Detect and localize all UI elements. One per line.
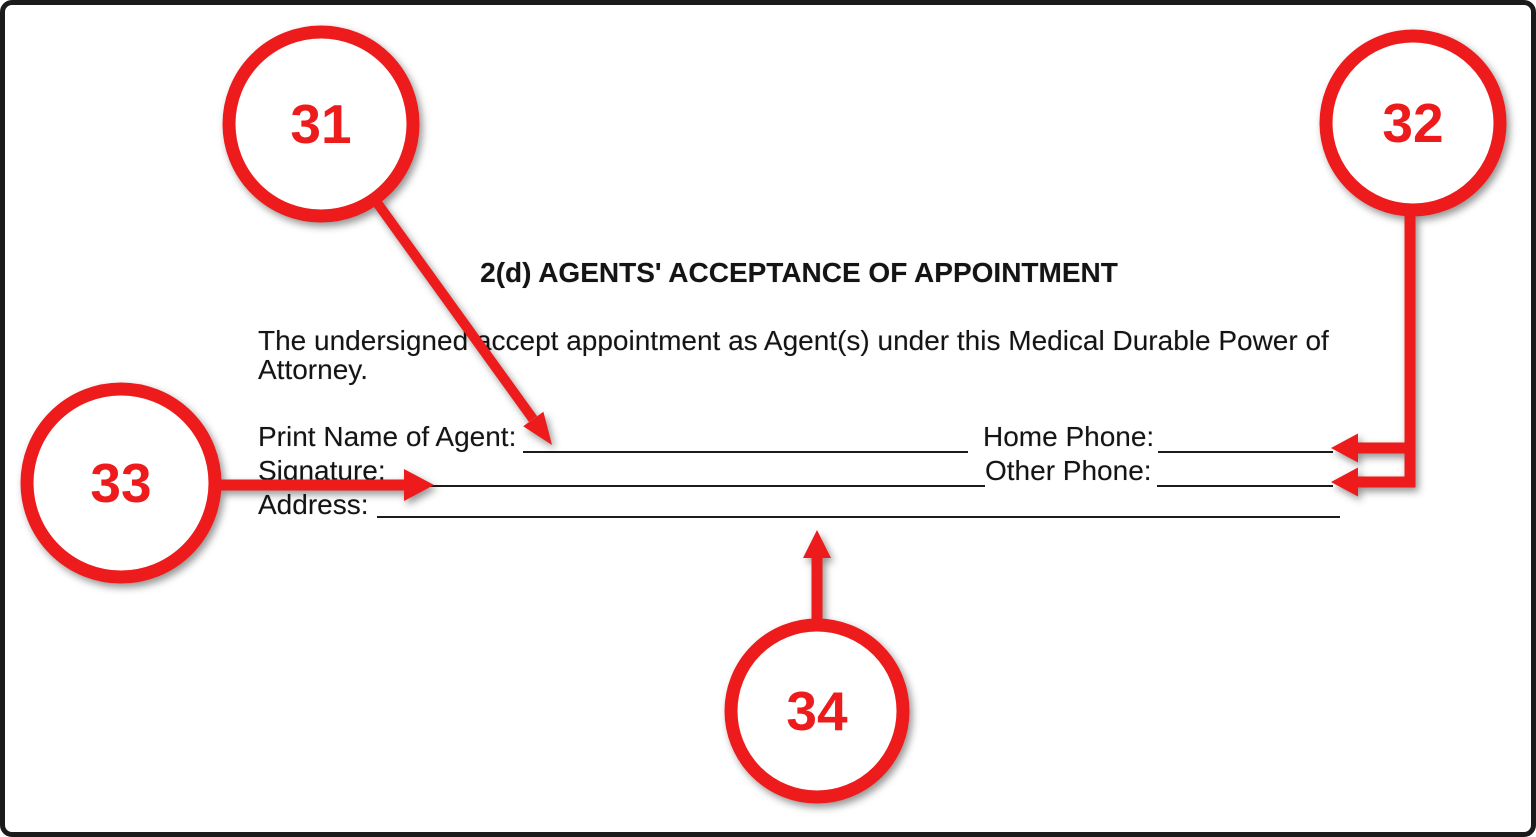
print-name-label: Print Name of Agent:: [258, 421, 517, 452]
annotation-overlay: 31 32 33 34: [20, 25, 1507, 804]
address-label: Address:: [258, 489, 369, 520]
callout-32-arrowhead-bottom: [1331, 467, 1358, 497]
callout-34-circle: [724, 618, 910, 804]
callout-31-circle: [222, 25, 420, 223]
section-title: 2(d) AGENTS' ACCEPTANCE OF APPOINTMENT: [480, 257, 1118, 288]
print-name-line: [523, 451, 968, 453]
callout-31-arrowhead: [523, 411, 552, 445]
home-phone-line: [1158, 451, 1333, 453]
callout-32: 32: [1319, 29, 1507, 497]
callout-32-number: 32: [1382, 92, 1443, 154]
home-phone-label: Home Phone:: [983, 421, 1155, 452]
callout-31-number: 31: [290, 93, 351, 155]
paragraph-line-1: The undersigned accept appointment as Ag…: [258, 325, 1329, 356]
address-line: [377, 516, 1340, 518]
callout-32-arrow: [1358, 210, 1416, 488]
paragraph-line-2: Attorney.: [258, 354, 368, 385]
signature-line: [428, 485, 985, 487]
other-phone-label: Other Phone:: [985, 455, 1152, 486]
callout-33-circle: [20, 382, 222, 584]
callout-32-circle: [1319, 29, 1507, 217]
callout-34-arrowhead: [803, 530, 831, 558]
callout-34: 34: [724, 530, 910, 804]
callout-32-arrowhead-top: [1331, 433, 1358, 463]
signature-label: Signature:: [258, 455, 386, 486]
other-phone-line: [1157, 485, 1333, 487]
acceptance-paragraph: The undersigned accept appointment as Ag…: [258, 326, 1329, 384]
callout-31-arrow: [373, 201, 538, 422]
callout-33-number: 33: [90, 452, 151, 514]
callout-34-number: 34: [786, 680, 848, 742]
